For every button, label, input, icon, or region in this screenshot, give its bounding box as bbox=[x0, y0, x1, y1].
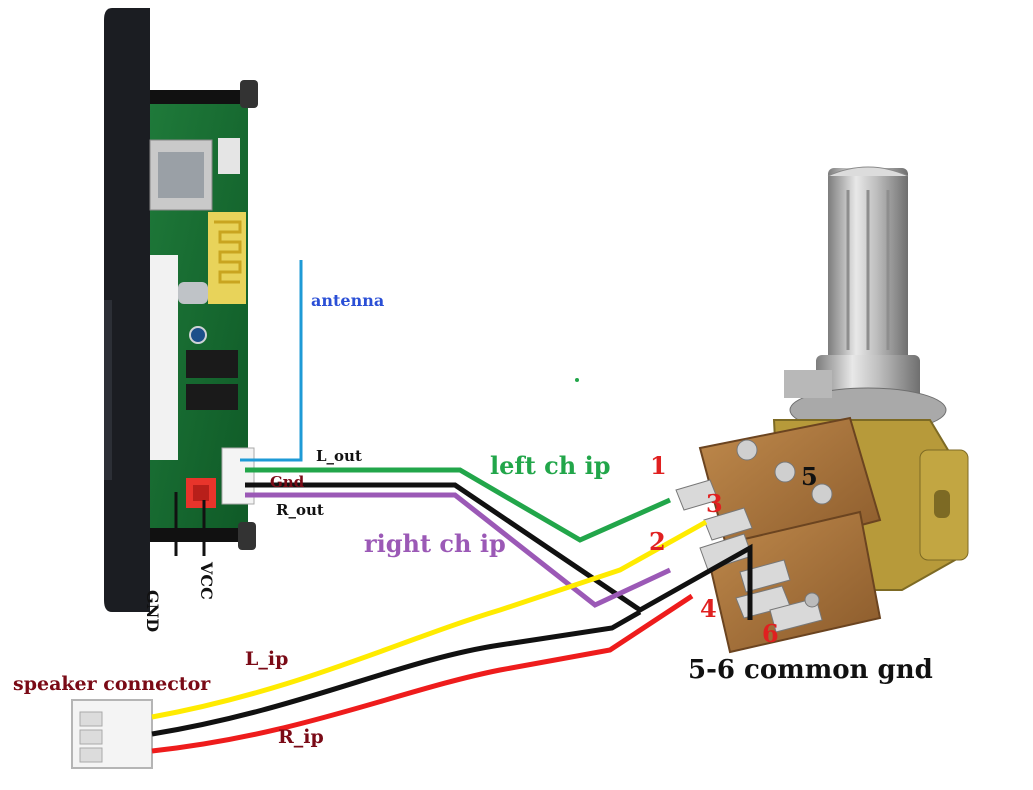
sd-card-slot bbox=[150, 255, 178, 460]
mount-screw-bottom bbox=[238, 522, 256, 550]
pin-5-label: 5 bbox=[801, 462, 818, 491]
red-speaker-wire bbox=[151, 593, 694, 754]
header-j3 bbox=[218, 138, 240, 174]
speaker-pin-3 bbox=[79, 747, 103, 763]
terminal-3 bbox=[703, 507, 753, 541]
rivet-1 bbox=[736, 439, 758, 461]
chip-2 bbox=[186, 384, 238, 410]
chip-1 bbox=[186, 350, 238, 378]
module-front-panel bbox=[104, 8, 150, 612]
pcb-top-frame bbox=[150, 90, 250, 104]
crystal bbox=[178, 282, 208, 304]
antenna-label: antenna bbox=[311, 291, 385, 310]
power-connector-inner bbox=[193, 485, 209, 501]
rivet-4 bbox=[804, 592, 820, 608]
pcb-bottom-frame bbox=[150, 528, 250, 542]
pot-bracket-slot bbox=[934, 490, 950, 518]
bt-antenna-trace bbox=[214, 220, 242, 284]
mp3-module bbox=[104, 8, 258, 612]
vcc-label: VCC bbox=[197, 562, 216, 600]
r-ip-label: R_ip bbox=[278, 726, 324, 748]
r-out-label: R_out bbox=[276, 501, 324, 519]
pot-shaft-top bbox=[827, 166, 909, 177]
stray-dot bbox=[575, 378, 579, 382]
speaker-connector bbox=[71, 699, 153, 769]
speaker-pin-2 bbox=[79, 729, 103, 745]
mount-screw-top bbox=[240, 80, 258, 108]
pin-1-label: 1 bbox=[650, 451, 667, 480]
pin-4-label: 4 bbox=[700, 594, 717, 623]
rivet-3 bbox=[811, 483, 833, 505]
pin-6-label: 6 bbox=[762, 619, 779, 648]
usb-socket-inner bbox=[158, 152, 204, 198]
terminal-1 bbox=[675, 479, 719, 511]
speaker-connector-label: speaker connector bbox=[13, 673, 211, 695]
right-ch-ip-label: right ch ip bbox=[364, 529, 506, 558]
l-ip-label: L_ip bbox=[245, 648, 289, 670]
left-channel-wire bbox=[245, 467, 672, 543]
pin-3-label: 3 bbox=[706, 489, 723, 518]
l-out-label: L_out bbox=[316, 447, 362, 465]
pot-tab bbox=[784, 370, 832, 398]
speaker-pin-1 bbox=[79, 711, 103, 727]
black-speaker-wire bbox=[151, 609, 642, 737]
right-channel-wire bbox=[245, 492, 672, 608]
potentiometer bbox=[675, 166, 969, 654]
antenna-wire bbox=[240, 260, 303, 462]
gnd-pin-label: Gnd bbox=[270, 473, 305, 491]
left-ch-ip-label: left ch ip bbox=[490, 451, 611, 480]
capacitor bbox=[189, 326, 207, 344]
common-gnd-label: 5-6 common gnd bbox=[688, 655, 933, 685]
ground-wire bbox=[245, 482, 753, 620]
yellow-speaker-wire bbox=[151, 519, 708, 720]
rivet-2 bbox=[774, 461, 796, 483]
gnd-label: GND bbox=[143, 590, 162, 633]
panel-buttons bbox=[104, 300, 112, 480]
pin-2-label: 2 bbox=[649, 527, 666, 556]
